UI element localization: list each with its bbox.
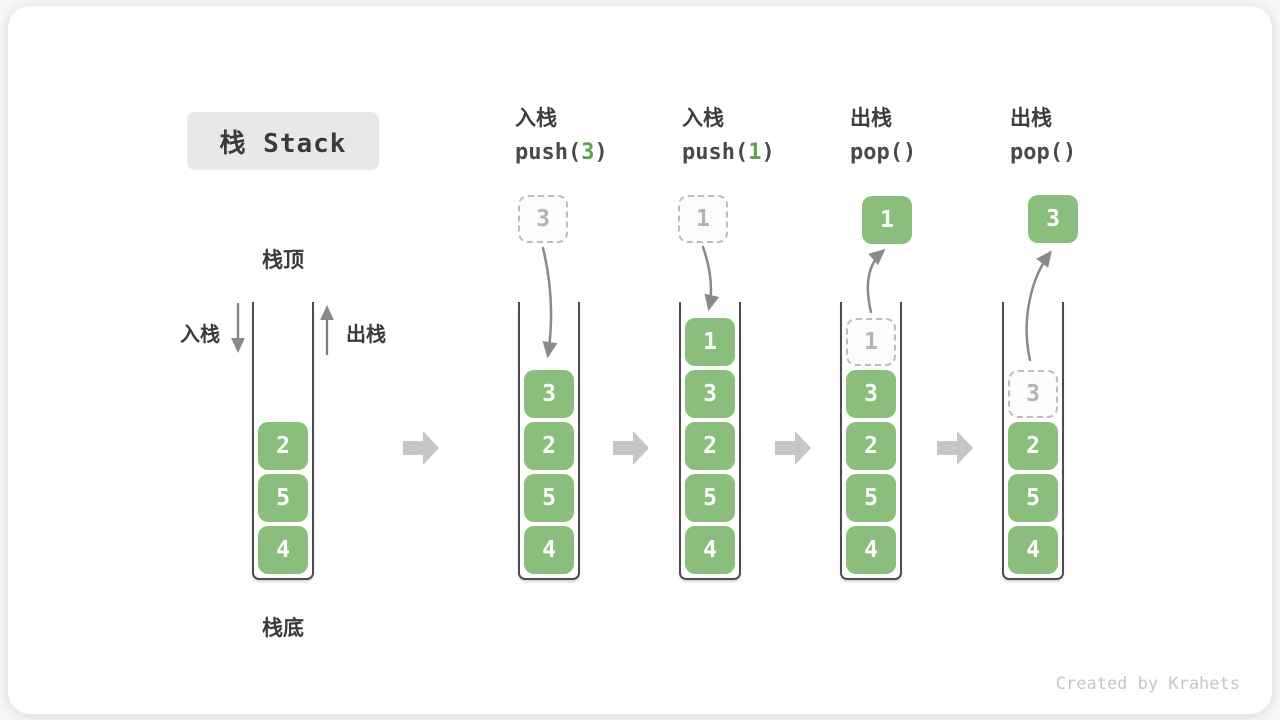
op-code-label: pop(): [1010, 139, 1076, 167]
stack-block: 3: [524, 370, 574, 418]
stack-block: 5: [524, 474, 574, 522]
stack-block: 5: [685, 474, 735, 522]
diagram-title: 栈 Stack: [187, 112, 379, 170]
credit-text: Created by Krahets: [1055, 674, 1240, 694]
popped-value-box: 3: [1028, 195, 1078, 243]
stack-block: 3: [846, 370, 896, 418]
stack-block: 2: [1008, 422, 1058, 470]
code-arg: 3: [581, 140, 595, 165]
op-cn-label: 入栈: [682, 106, 724, 130]
op-cn-label: 出栈: [850, 106, 892, 130]
stack-block: 2: [846, 422, 896, 470]
stack-block: 3: [685, 370, 735, 418]
code-pre: push(: [515, 140, 582, 165]
op-label-pop-1: 出栈 pop(): [850, 104, 916, 167]
op-label-push-1: 入栈 push(1): [682, 104, 775, 167]
stack-initial: 2 5 4: [252, 302, 314, 580]
stack-block: 4: [685, 526, 735, 574]
stack-block: 4: [846, 526, 896, 574]
stack-after-pop-1: 1 3 2 5 4: [840, 302, 902, 580]
op-code-label: push(3): [515, 139, 608, 167]
code-arg: 1: [748, 140, 762, 165]
push-direction-label: 入栈: [180, 322, 220, 346]
stack-block: 4: [258, 526, 308, 574]
stack-block: 4: [1008, 526, 1058, 574]
op-code-label: pop(): [850, 139, 916, 167]
stack-top-label: 栈顶: [262, 248, 304, 272]
op-label-pop-2: 出栈 pop(): [1010, 104, 1076, 167]
stack-block: 1: [685, 318, 735, 366]
pop-direction-label: 出栈: [346, 322, 386, 346]
incoming-value-box: 3: [518, 195, 568, 243]
code-pre: pop(): [850, 140, 917, 165]
op-label-push-3: 入栈 push(3): [515, 104, 608, 167]
stack-block: 5: [846, 474, 896, 522]
code-post: ): [761, 140, 775, 165]
stack-bottom-label: 栈底: [262, 616, 304, 640]
op-code-label: push(1): [682, 139, 775, 167]
code-pre: push(: [682, 140, 749, 165]
stack-block: 2: [524, 422, 574, 470]
op-cn-label: 入栈: [515, 106, 557, 130]
diagram-title-label: 栈 Stack: [219, 128, 347, 159]
incoming-value-box: 1: [678, 195, 728, 243]
stack-after-push-1: 1 3 2 5 4: [679, 302, 741, 580]
stack-block: 5: [1008, 474, 1058, 522]
popped-ghost-block: 3: [1008, 370, 1058, 418]
stack-block: 2: [258, 422, 308, 470]
popped-value-box: 1: [862, 196, 912, 244]
stack-after-push-3: 3 2 5 4: [518, 302, 580, 580]
popped-ghost-block: 1: [846, 318, 896, 366]
code-pre: pop(): [1010, 140, 1077, 165]
op-cn-label: 出栈: [1010, 106, 1052, 130]
stack-block: 4: [524, 526, 574, 574]
stack-block: 5: [258, 474, 308, 522]
code-post: ): [594, 140, 608, 165]
stack-after-pop-3: 3 2 5 4: [1002, 302, 1064, 580]
stack-block: 2: [685, 422, 735, 470]
